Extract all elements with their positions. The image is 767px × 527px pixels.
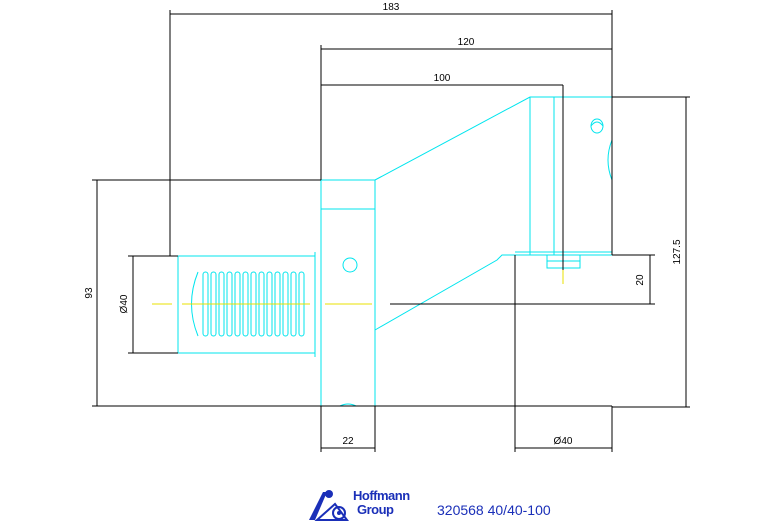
dim-length-100: 100 bbox=[434, 73, 451, 84]
dim-overall-length: 183 bbox=[383, 2, 400, 13]
dim-length-120: 120 bbox=[458, 37, 475, 48]
dim-dia-bore: Ø40 bbox=[554, 436, 573, 447]
body-top-edge bbox=[374, 96, 612, 181]
centerlines bbox=[152, 238, 564, 305]
body-hole bbox=[590, 118, 604, 134]
logo-figure-icon bbox=[309, 490, 349, 521]
dim-offset-20: 20 bbox=[635, 274, 646, 286]
dim-dia-shank: Ø40 bbox=[119, 294, 130, 313]
flange bbox=[320, 179, 376, 407]
dim-flange-width: 22 bbox=[342, 436, 354, 447]
body-lower-edge bbox=[374, 254, 612, 331]
title-block: Hoffmann Group 320568 40/40-100 bbox=[300, 486, 600, 522]
dimension-lines bbox=[92, 10, 690, 452]
dim-height-93: 93 bbox=[84, 287, 95, 299]
hoffmann-logo: Hoffmann Group bbox=[305, 486, 430, 522]
tool-outline bbox=[177, 96, 613, 407]
part-number: 320568 40/40-100 bbox=[437, 502, 551, 518]
logo-line2: Group bbox=[357, 502, 394, 517]
logo-line1: Hoffmann bbox=[353, 488, 410, 503]
dim-height-127-5: 127.5 bbox=[672, 239, 683, 264]
flange-hole bbox=[342, 257, 358, 273]
